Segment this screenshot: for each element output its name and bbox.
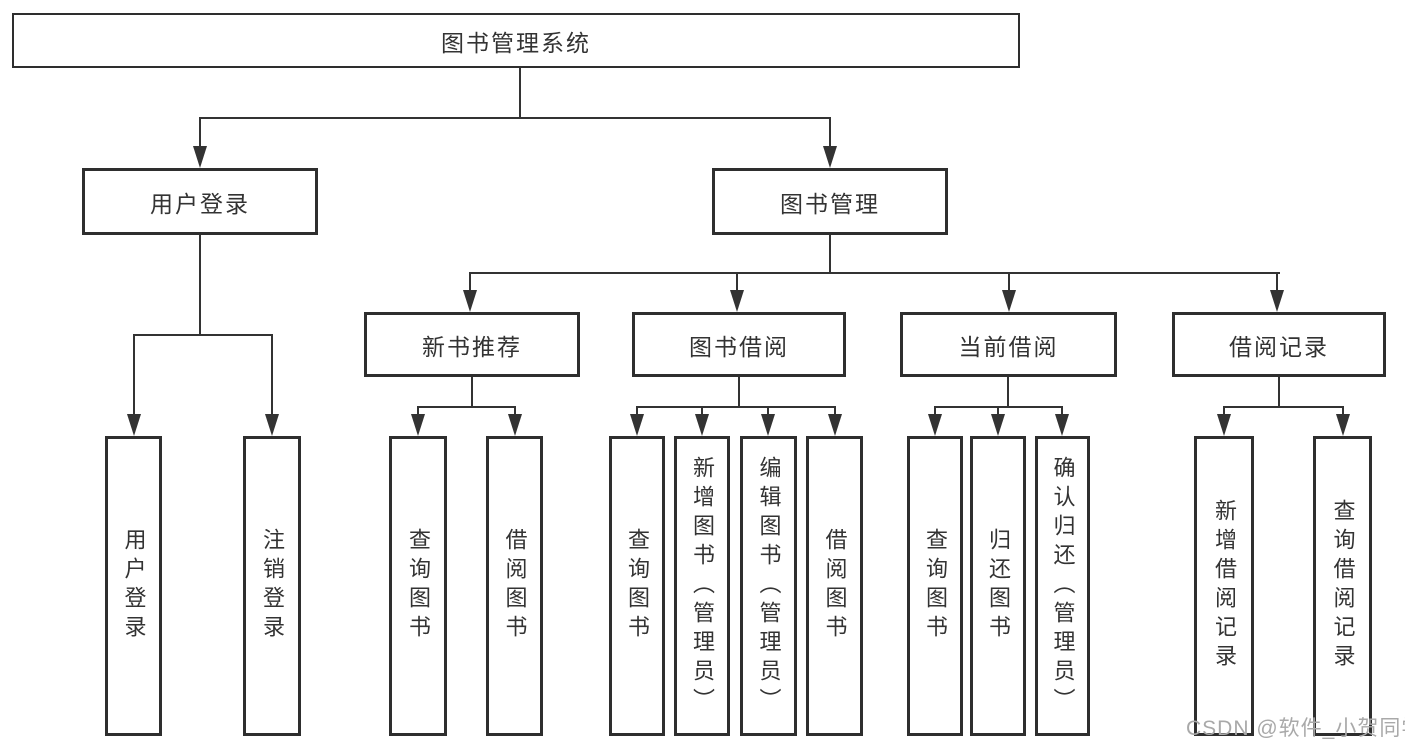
- node-label: 借阅记录: [1229, 333, 1329, 360]
- connector-level3-drop: [1008, 272, 1010, 292]
- connector-root-stem: [519, 68, 521, 118]
- connector-leaf-drop: [1342, 406, 1344, 416]
- node-borrowing-records: 借阅记录: [1172, 312, 1386, 377]
- leaf-label: 注销登录: [260, 528, 285, 644]
- arrow-down-icon: [695, 414, 709, 436]
- node-label: 用户登录: [150, 190, 250, 217]
- connector-user-login-stem: [199, 235, 201, 335]
- arrow-down-icon: [1055, 414, 1069, 436]
- connector-leaf-drop: [1223, 406, 1225, 416]
- leaf-borrow-books-recommend: 借阅图书: [486, 436, 543, 736]
- leaf-confirm-return-admin: 确认归还（管理员）: [1035, 436, 1090, 736]
- node-new-book-recommend: 新书推荐: [364, 312, 580, 377]
- connector-user-login-drop: [199, 117, 201, 148]
- leaf-add-book-admin: 新增图书（管理员）: [674, 436, 730, 736]
- arrow-down-icon: [463, 290, 477, 312]
- arrow-down-icon: [1336, 414, 1350, 436]
- leaf-user-login: 用户登录: [105, 436, 162, 736]
- connector-user-login-rail: [133, 334, 273, 336]
- leaf-query-borrow-record: 查询借阅记录: [1313, 436, 1372, 736]
- arrow-down-icon: [823, 146, 837, 168]
- arrow-down-icon: [411, 414, 425, 436]
- arrow-down-icon: [508, 414, 522, 436]
- connector-leaf-drop: [133, 334, 135, 416]
- leaf-label: 查询图书: [625, 528, 650, 644]
- leaf-add-borrow-record: 新增借阅记录: [1194, 436, 1254, 736]
- arrow-down-icon: [1270, 290, 1284, 312]
- connector-records-stem: [1278, 377, 1280, 407]
- connector-book-mgmt-drop: [829, 117, 831, 148]
- leaf-label: 确认归还（管理员）: [1050, 455, 1076, 717]
- leaf-query-books-current: 查询图书: [907, 436, 963, 736]
- node-label: 图书管理系统: [441, 29, 591, 56]
- arrow-down-icon: [630, 414, 644, 436]
- connector-leaf-drop: [701, 406, 703, 416]
- leaf-logout: 注销登录: [243, 436, 301, 736]
- connector-leaf-drop: [834, 406, 836, 416]
- leaf-label: 归还图书: [986, 528, 1011, 644]
- leaf-label: 查询借阅记录: [1330, 499, 1356, 673]
- arrow-down-icon: [730, 290, 744, 312]
- node-library-management-system: 图书管理系统: [12, 13, 1020, 68]
- leaf-query-books-recommend: 查询图书: [389, 436, 447, 736]
- arrow-down-icon: [991, 414, 1005, 436]
- leaf-label: 借阅图书: [502, 528, 528, 644]
- leaf-label: 新增图书（管理员）: [690, 455, 715, 717]
- node-current-borrowing: 当前借阅: [900, 312, 1117, 377]
- node-label: 图书借阅: [689, 333, 789, 360]
- connector-records-rail: [1223, 406, 1344, 408]
- leaf-label: 编辑图书（管理员）: [756, 455, 782, 717]
- arrow-down-icon: [127, 414, 141, 436]
- arrow-down-icon: [1002, 290, 1016, 312]
- leaf-label: 借阅图书: [822, 528, 848, 644]
- connector-recommend-stem: [471, 377, 473, 407]
- arrow-down-icon: [761, 414, 775, 436]
- leaf-edit-book-admin: 编辑图书（管理员）: [740, 436, 797, 736]
- leaf-borrow-books-borrowing: 借阅图书: [806, 436, 863, 736]
- arrow-down-icon: [193, 146, 207, 168]
- connector-borrowing-stem: [738, 377, 740, 407]
- node-label: 图书管理: [780, 190, 880, 217]
- connector-leaf-drop: [767, 406, 769, 416]
- connector-borrowing-rail: [636, 406, 835, 408]
- connector-recommend-rail: [417, 406, 516, 408]
- connector-current-stem: [1007, 377, 1009, 407]
- connector-leaf-drop: [1061, 406, 1063, 416]
- arrow-down-icon: [265, 414, 279, 436]
- connector-level2-rail: [199, 117, 831, 119]
- leaf-return-book: 归还图书: [970, 436, 1026, 736]
- connector-leaf-drop: [417, 406, 419, 416]
- connector-level3-drop: [736, 272, 738, 292]
- arrow-down-icon: [1217, 414, 1231, 436]
- connector-level3-rail: [469, 272, 1280, 274]
- leaf-query-books-borrowing: 查询图书: [609, 436, 665, 736]
- connector-level3-drop: [469, 272, 471, 292]
- node-book-borrowing: 图书借阅: [632, 312, 846, 377]
- node-user-login: 用户登录: [82, 168, 318, 235]
- leaf-label: 查询图书: [406, 528, 431, 644]
- leaf-label: 查询图书: [923, 528, 948, 644]
- leaf-label: 用户登录: [121, 528, 147, 644]
- node-label: 当前借阅: [958, 333, 1059, 360]
- watermark-text: CSDN @软件_小贺同学: [1186, 717, 1405, 740]
- connector-leaf-drop: [271, 334, 273, 416]
- arrow-down-icon: [928, 414, 942, 436]
- node-label: 新书推荐: [422, 333, 522, 360]
- node-book-management: 图书管理: [712, 168, 948, 235]
- connector-book-mgmt-stem: [829, 235, 831, 273]
- connector-leaf-drop: [636, 406, 638, 416]
- connector-leaf-drop: [934, 406, 936, 416]
- connector-leaf-drop: [514, 406, 516, 416]
- arrow-down-icon: [828, 414, 842, 436]
- connector-level3-drop: [1276, 272, 1278, 292]
- connector-leaf-drop: [997, 406, 999, 416]
- leaf-label: 新增借阅记录: [1212, 499, 1237, 673]
